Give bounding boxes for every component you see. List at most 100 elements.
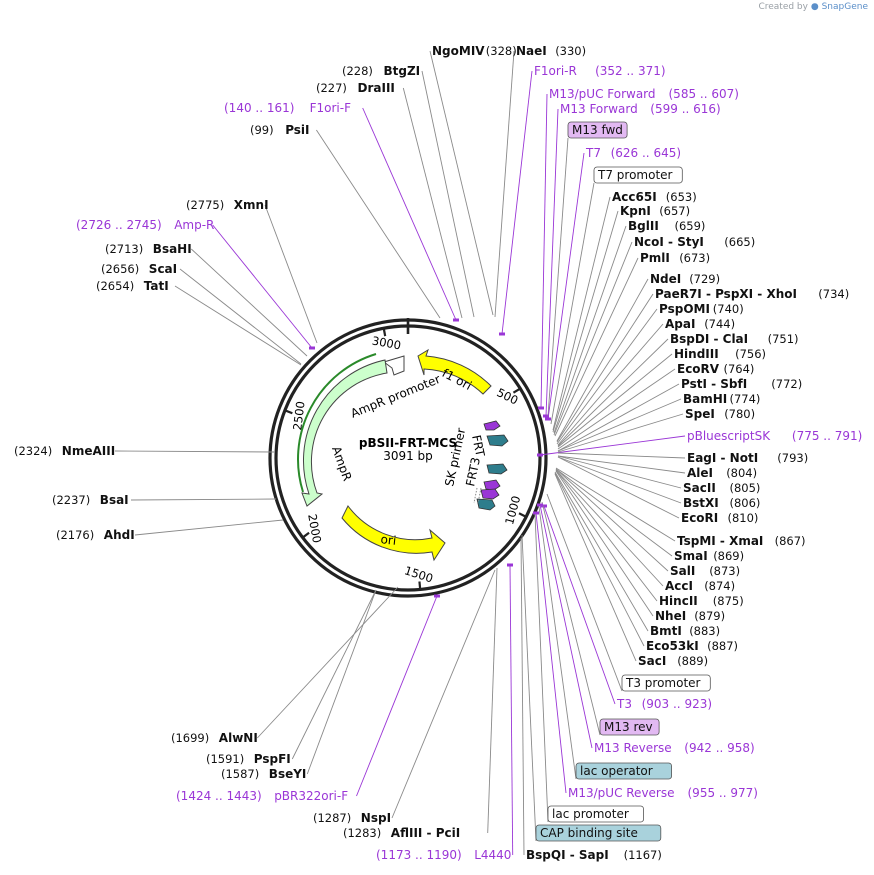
label-ahdi[interactable]: (2176)AhdI (56, 528, 135, 542)
leader-line (509, 564, 514, 856)
label-lac-promoter[interactable]: lac promoter (547, 805, 644, 823)
label-bmti[interactable]: BmtI(883) (650, 624, 720, 638)
label-position: (804) (726, 466, 757, 480)
label-position: (659) (675, 219, 706, 233)
label-f1ori-f[interactable]: (140 .. 161)F1ori-F (224, 101, 351, 115)
label-bsai[interactable]: (2237)BsaI (52, 493, 129, 507)
leader-line (552, 196, 611, 431)
label-alwni[interactable]: (1699) AlwNI (171, 731, 258, 745)
label-m13-fwd[interactable]: M13 fwd (567, 121, 628, 139)
label-btgzi[interactable]: (228)BtgZI (342, 64, 420, 78)
label-hindiii[interactable]: HindIII(756) (674, 347, 766, 361)
label-m13-forward[interactable]: M13 Forward(599 .. 616) (560, 102, 721, 116)
label-name: BspQI - SapI (526, 848, 609, 862)
label-position: (756) (735, 347, 766, 361)
label-amp-r[interactable]: (2726 .. 2745)Amp-R (76, 218, 214, 232)
label-afliii-pcii[interactable]: (1283)AflIII - PciI (343, 826, 460, 840)
label-name: BsaHI (153, 242, 192, 256)
label-position: (2654) (96, 279, 134, 293)
label-scai[interactable]: (2656)ScaI (101, 262, 177, 276)
label-pmli[interactable]: PmlI(673) (640, 251, 710, 265)
label-ndei[interactable]: NdeI(729) (650, 272, 720, 286)
label-text: CAP binding site (540, 826, 638, 840)
label-saci[interactable]: SacI(889) (638, 654, 708, 668)
label-eagi-noti[interactable]: EagI - NotI(793) (687, 451, 808, 465)
leader-line (557, 456, 682, 504)
label-position: (1699) (171, 731, 209, 745)
label-kpni[interactable]: KpnI(657) (620, 204, 690, 218)
feature-label: AmpR (329, 444, 354, 482)
label-apai[interactable]: ApaI(744) (665, 317, 735, 331)
label-bspdi-clai[interactable]: BspDI - ClaI(751) (670, 332, 799, 346)
label-pspfi[interactable]: (1591)PspFI (206, 752, 291, 766)
label-name: TatI (144, 279, 169, 293)
label-pbr322ori-f[interactable]: (1424 .. 1443)pBR322ori-F (176, 789, 348, 803)
label-m13-puc-reverse[interactable]: M13/pUC Reverse(955 .. 977) (568, 786, 758, 800)
label-draiii[interactable]: (227)DraIII (316, 81, 395, 95)
label-l4440[interactable]: (1173 .. 1190)L4440 (376, 848, 511, 862)
label-position: (330) (555, 44, 586, 58)
label-name: AlwNI (219, 731, 258, 745)
leader-line (547, 137, 569, 417)
label-m13-reverse[interactable]: M13 Reverse(942 .. 958) (594, 741, 755, 755)
label-t3[interactable]: T3(903 .. 923) (616, 697, 712, 711)
label-f1ori-r[interactable]: F1ori-R(352 .. 371) (534, 64, 666, 78)
label-bsahi[interactable]: (2713)BsaHI (105, 242, 192, 256)
feature-ampr[interactable]: AmpR (297, 353, 388, 507)
label-cap-binding-site[interactable]: CAP binding site (535, 824, 662, 842)
label-acci[interactable]: AccI(874) (665, 579, 735, 593)
label-tspmi-xmai[interactable]: TspMI - XmaI(867) (677, 534, 806, 548)
label-paer7i-pspxi-xhoi[interactable]: PaeR7I - PspXI - XhoI(734) (655, 287, 849, 301)
leader-line (543, 505, 616, 705)
label-name: BstXI (683, 496, 719, 510)
label-naei[interactable]: NaeI(330) (516, 44, 586, 58)
label-bstxi[interactable]: BstXI(806) (683, 496, 760, 510)
label-tati[interactable]: (2654) TatI (96, 279, 169, 293)
label-bspqi-sapi[interactable]: BspQI - SapI(1167) (526, 848, 662, 862)
label-m13-puc-forward[interactable]: M13/pUC Forward(585 .. 607) (549, 87, 739, 101)
label-smai[interactable]: SmaI(869) (674, 549, 744, 563)
label-name: ScaI (149, 262, 177, 276)
label-sali[interactable]: SalI(873) (670, 564, 740, 578)
label-position: (653) (666, 190, 697, 204)
label-ecori[interactable]: EcoRI(810) (681, 511, 758, 525)
label-alei[interactable]: AleI(804) (687, 466, 757, 480)
label-psii[interactable]: (99)PsiI (250, 123, 310, 137)
leader-line (557, 383, 680, 452)
label-hincii[interactable]: HincII(875) (659, 594, 744, 608)
label-psti-sbfi[interactable]: PstI - SbfI(772) (681, 377, 802, 391)
label-xmni[interactable]: (2775)XmnI (186, 198, 269, 212)
label-bseyi[interactable]: (1587)BseYI (221, 767, 306, 781)
label-eco53ki[interactable]: Eco53kI(887) (646, 639, 738, 653)
label-name: pBluescriptSK (687, 429, 771, 443)
label-bamhi[interactable]: BamHI(774) (683, 392, 760, 406)
label-t7-promoter[interactable]: T7 promoter (593, 166, 683, 184)
label-t3-promoter[interactable]: T3 promoter (621, 674, 711, 692)
label-m13-rev[interactable]: M13 rev (599, 718, 660, 736)
label-t7[interactable]: T7(626 .. 645) (585, 146, 681, 160)
label-ngomiv[interactable]: NgoMIV(328) (432, 44, 517, 58)
label-ecorv[interactable]: EcoRV(764) (677, 362, 754, 376)
label-nhei[interactable]: NheI(879) (655, 609, 725, 623)
label-position: (599 .. 616) (650, 102, 720, 116)
label-name: NdeI (650, 272, 681, 286)
label-position: (873) (709, 564, 740, 578)
leader-line (557, 452, 686, 459)
label-bglii[interactable]: BglII(659) (628, 219, 705, 233)
label-pspomi[interactable]: PspOMI(740) (659, 302, 744, 316)
label-text: T7 promoter (597, 168, 673, 182)
label-sacii[interactable]: SacII(805) (683, 481, 760, 495)
leader-line (556, 293, 654, 443)
label-lac-operator[interactable]: lac operator (575, 762, 672, 780)
label-name: PspOMI (659, 302, 710, 316)
leader-line (291, 589, 377, 760)
feature-ori[interactable]: ori (341, 505, 446, 562)
label-nspi[interactable]: (1287)NspI (313, 811, 391, 825)
label-nmeaiii[interactable]: (2324)NmeAIII (14, 444, 115, 458)
label-acc65i[interactable]: Acc65I(653) (612, 190, 697, 204)
leader-line (557, 456, 680, 519)
leader-line (554, 257, 639, 437)
label-ncoi-styi[interactable]: NcoI - StyI(665) (634, 235, 755, 249)
label-spei[interactable]: SpeI(780) (685, 407, 755, 421)
label-pbluescriptsk[interactable]: pBluescriptSK(775 .. 791) (687, 429, 862, 443)
